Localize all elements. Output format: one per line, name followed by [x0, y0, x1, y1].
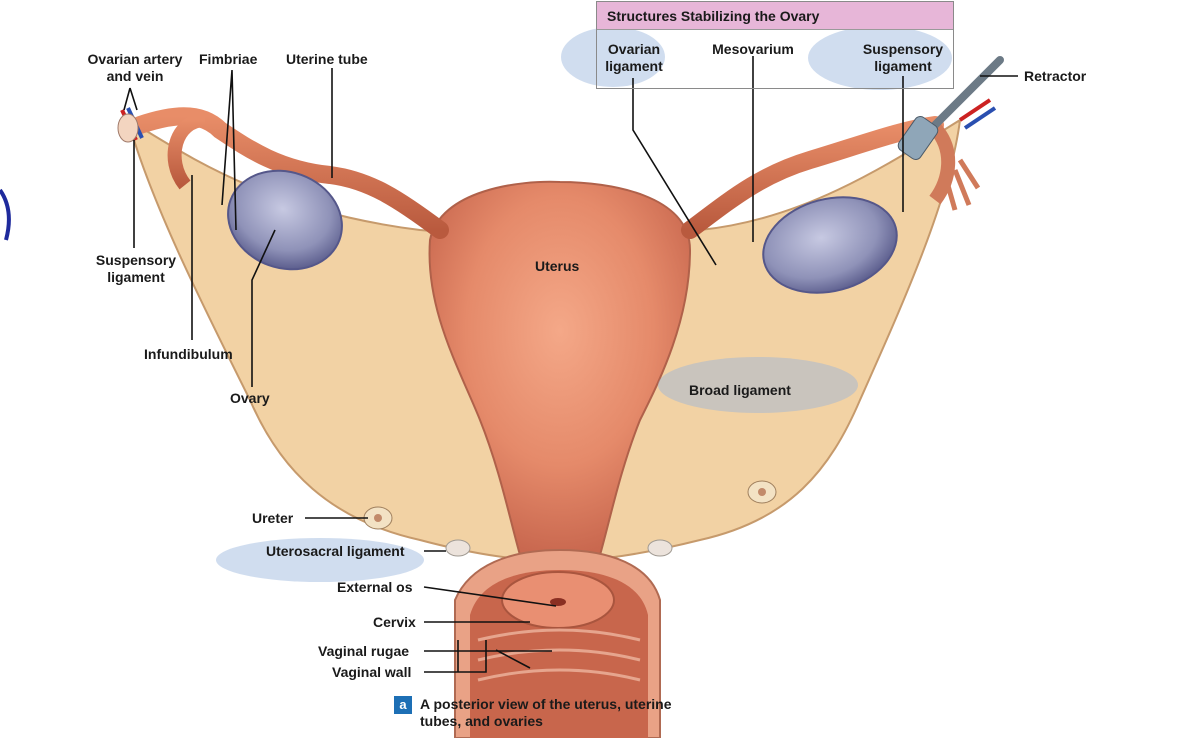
- label-external-os: External os: [337, 579, 413, 595]
- highlight-uterosacral: [216, 538, 424, 582]
- label-vaginal-wall: Vaginal wall: [332, 664, 412, 680]
- box-item-ovarian-ligament: Ovarian ligament: [605, 41, 663, 74]
- leader-lines: [123, 56, 1018, 673]
- structures-box: [596, 1, 954, 89]
- label-infundibulum: Infundibulum: [144, 346, 233, 362]
- left-ovary: [227, 169, 343, 271]
- figure-caption: A posterior view of the uterus, uterine …: [420, 696, 672, 729]
- box-item-suspensory-ligament: Suspensory ligament: [862, 41, 944, 74]
- label-ureter: Ureter: [252, 510, 294, 526]
- highlight-broad-ligament: [658, 357, 858, 413]
- label-uterus: Uterus: [535, 258, 580, 274]
- retractor-shape: [921, 56, 1004, 139]
- right-uterine-tube: [681, 116, 944, 239]
- right-ovary: [762, 196, 898, 294]
- label-vaginal-rugae: Vaginal rugae: [318, 643, 410, 659]
- box-item-mesovarium: Mesovarium: [712, 41, 794, 57]
- label-retractor: Retractor: [1024, 68, 1087, 84]
- label-uterosacral-ligament: Uterosacral ligament: [266, 543, 405, 559]
- label-uterine-tube: Uterine tube: [286, 51, 368, 67]
- label-suspensory-ligament-left: Suspensory ligament: [95, 252, 177, 285]
- highlight-suspensory-ligament: [808, 26, 952, 90]
- label-fimbriae: Fimbriae: [199, 51, 258, 67]
- highlight-ovarian-ligament: [561, 27, 665, 87]
- label-cervix: Cervix: [373, 614, 416, 630]
- figure-badge: a: [394, 696, 412, 714]
- edge-arc: [0, 188, 11, 241]
- structures-box-title: Structures Stabilizing the Ovary: [597, 2, 953, 30]
- label-broad-ligament: Broad ligament: [689, 382, 791, 398]
- uterus-body: [428, 180, 692, 556]
- label-ovary: Ovary: [230, 390, 270, 406]
- label-ovarian-artery-vein: Ovarian artery and vein: [87, 51, 183, 84]
